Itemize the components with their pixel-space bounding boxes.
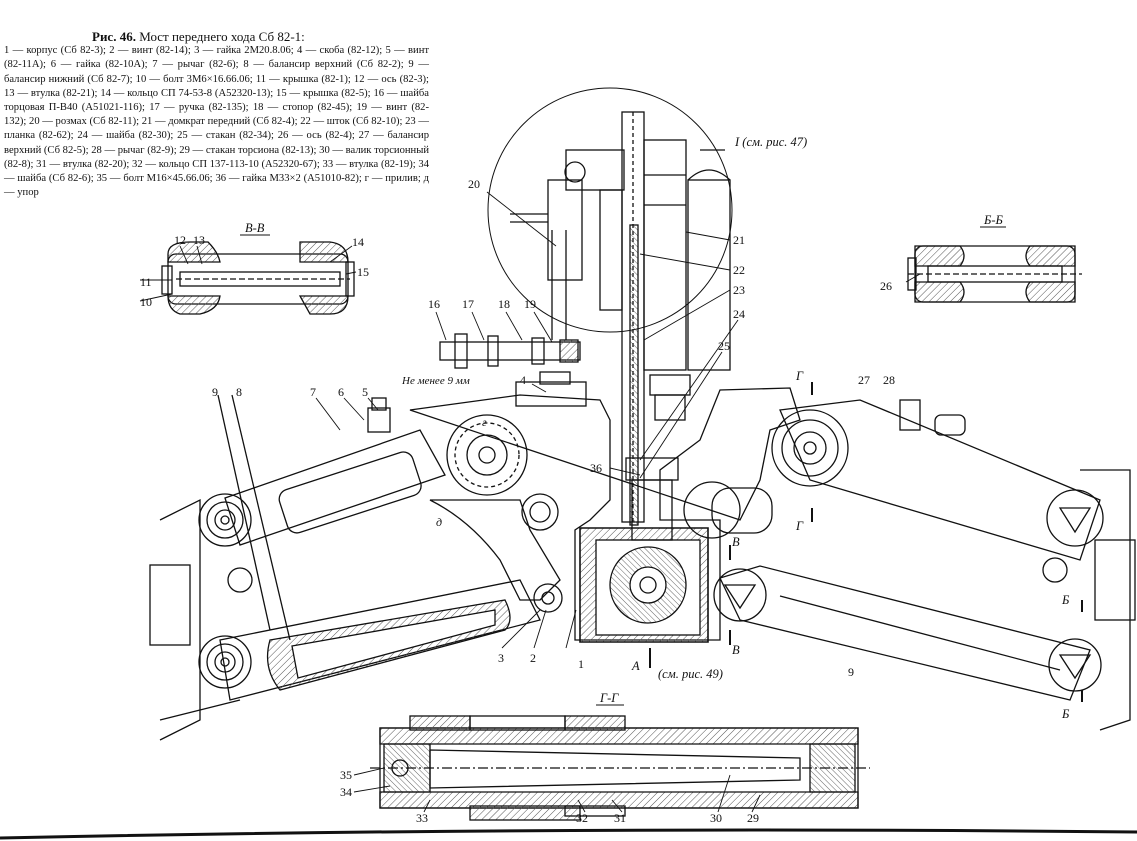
label-14: 14 — [352, 235, 364, 249]
marker-v-bottom: В — [732, 643, 740, 657]
marker-g-bottom: Г — [795, 519, 804, 533]
label-10: 10 — [140, 295, 152, 309]
figure-legend: 1 — корпус (Сб 82-3); 2 — винт (82-14); … — [4, 45, 429, 199]
lower-balancer-right — [713, 565, 1102, 701]
label-g: г — [482, 415, 487, 429]
marker-a: А — [631, 659, 640, 673]
label-17: 17 — [462, 297, 474, 311]
label-3: 3 — [498, 651, 504, 665]
section-gg — [370, 715, 870, 821]
frame-left — [149, 498, 253, 741]
label-12: 12 — [174, 233, 186, 247]
label-16: 16 — [428, 297, 440, 311]
section-gg-title: Г-Г — [599, 691, 619, 705]
label-7: 7 — [310, 385, 316, 399]
marker-b-top: Б — [1061, 593, 1070, 607]
label-8: 8 — [236, 385, 242, 399]
label-28: 28 — [883, 373, 895, 387]
marker-v-top: В — [732, 535, 740, 549]
label-22: 22 — [733, 263, 745, 277]
label-4: 4 — [520, 373, 526, 387]
label-18: 18 — [498, 297, 510, 311]
figure-number: Рис. 46. — [92, 29, 136, 44]
label-23: 23 — [733, 283, 745, 297]
label-15: 15 — [357, 265, 369, 279]
label-29: 29 — [747, 811, 759, 825]
label-33: 33 — [416, 811, 428, 825]
label-36: 36 — [590, 461, 602, 475]
handle-assembly — [439, 230, 581, 369]
section-bb — [907, 245, 1082, 303]
label-9-right: 9 — [848, 665, 854, 679]
label-6: 6 — [338, 385, 344, 399]
label-21: 21 — [733, 233, 745, 247]
leader-lines — [139, 191, 921, 813]
section-vv-title: В-В — [245, 221, 265, 235]
marker-b-bottom: Б — [1061, 707, 1070, 721]
figure-caption: Рис. 46. Мост переднего хода Сб 82-1: 1 … — [4, 29, 429, 200]
section-ref: (см. рис. 49) — [658, 667, 723, 681]
label-35: 35 — [340, 768, 352, 782]
page-edge — [0, 828, 1137, 840]
label-24: 24 — [733, 307, 745, 321]
frame-right — [1042, 469, 1136, 731]
label-27: 27 — [858, 373, 870, 387]
min-gap-note: Не менее 9 мм — [401, 375, 470, 387]
label-19: 19 — [524, 297, 536, 311]
label-1: 1 — [578, 657, 584, 671]
label-26: 26 — [880, 279, 892, 293]
central-housing — [409, 371, 801, 643]
lower-balancer-left — [198, 394, 541, 701]
detail-ref: I (см. рис. 47) — [734, 135, 807, 149]
marker-g-top: Г — [795, 369, 804, 383]
section-markers — [649, 382, 1083, 702]
label-32: 32 — [576, 811, 588, 825]
upper-balancer-left — [198, 397, 446, 547]
label-34: 34 — [340, 785, 352, 799]
label-9-left: 9 — [212, 385, 218, 399]
figure-title: Рис. 46. Мост переднего хода Сб 82-1: — [4, 29, 429, 44]
label-20: 20 — [468, 177, 480, 191]
label-25: 25 — [718, 339, 730, 353]
section-bb-title: Б-Б — [983, 213, 1004, 227]
section-vv — [161, 241, 355, 315]
upper-balancer-right — [771, 399, 1104, 561]
gear-lever-7 — [429, 414, 563, 613]
label-13: 13 — [193, 233, 205, 247]
jack-assembly — [510, 111, 731, 526]
figure-title-text: Мост переднего хода Сб 82-1: — [139, 29, 305, 44]
label-5: 5 — [362, 385, 368, 399]
label-30: 30 — [710, 811, 722, 825]
label-d: д — [436, 515, 442, 529]
label-11: 11 — [140, 275, 152, 289]
label-31: 31 — [614, 811, 626, 825]
detail-circle-i — [487, 87, 733, 333]
label-2: 2 — [530, 651, 536, 665]
